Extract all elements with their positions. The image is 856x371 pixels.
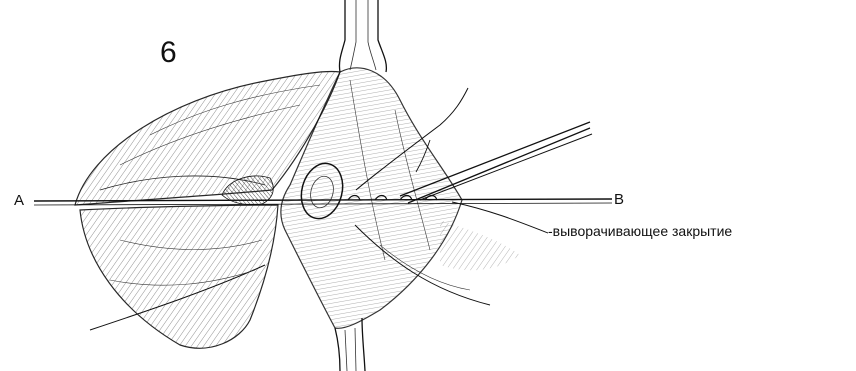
- caption-leader: [452, 202, 548, 233]
- closure-caption: -выворачивающее закрытие: [548, 224, 732, 238]
- top-vessel: [339, 0, 386, 72]
- point-b-label: B: [614, 192, 624, 207]
- left-tissue-lower: [80, 205, 278, 348]
- panel-label: 6: [160, 38, 177, 68]
- point-a-label: A: [14, 193, 24, 208]
